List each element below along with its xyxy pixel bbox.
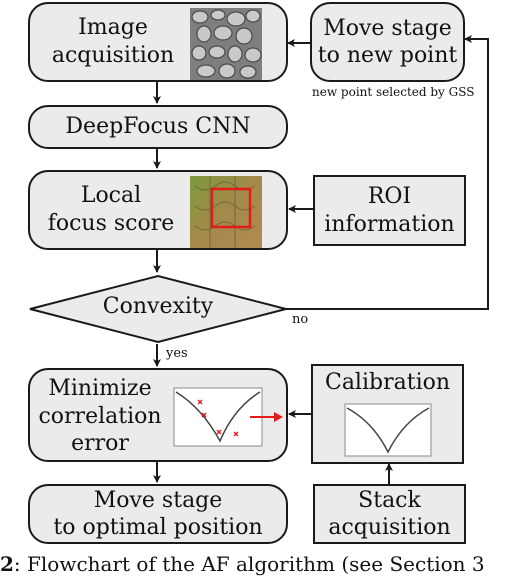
node-move-stage-new-point: Move stage to new point — [310, 2, 465, 82]
node-local-focus-score-label: Local focus score — [47, 183, 175, 236]
node-deepfocus-cnn: DeepFocus CNN — [28, 105, 288, 149]
node-local-focus-score: Local focus score — [28, 170, 288, 250]
node-calibration-label: Calibration — [324, 370, 451, 395]
node-move-stage-optimal-label: Move stage to optimal position — [53, 487, 263, 541]
edge-label-no: no — [292, 312, 309, 327]
node-calibration: Calibration — [311, 364, 464, 464]
node-stack-acquisition: Stack acquisition — [313, 484, 466, 544]
edge-no-loop — [286, 35, 489, 310]
node-stack-acquisition-label: Stack acquisition — [328, 487, 451, 541]
node-roi-information: ROI information — [313, 175, 466, 246]
focus-map-icon — [190, 176, 262, 248]
fit-plot-icon — [172, 386, 284, 450]
node-move-stage-new-point-label: Move stage to new point — [317, 15, 458, 69]
figure-number: 2 — [0, 552, 14, 576]
node-minimize-correlation-error-label: Minimize correlation error — [38, 376, 162, 456]
node-convexity — [29, 274, 287, 344]
edge-label-yes: yes — [166, 346, 188, 361]
node-roi-information-label: ROI information — [324, 184, 455, 237]
v-curve-icon — [343, 402, 433, 458]
node-image-acquisition: Image acquisition — [28, 2, 288, 82]
figure-caption-text: : Flowchart of the AF algorithm (see Sec… — [13, 552, 485, 576]
figure-caption: 2: Flowchart of the AF algorithm (see Se… — [0, 552, 485, 576]
node-deepfocus-cnn-label: DeepFocus CNN — [65, 114, 251, 140]
sem-thumbnail-icon — [190, 8, 262, 80]
roi-box-icon — [210, 187, 252, 229]
gss-note: new point selected by GSS — [312, 85, 475, 99]
node-convexity-label: Convexity — [102, 294, 214, 319]
node-minimize-correlation-error: Minimize correlation error — [28, 368, 288, 462]
node-image-acquisition-label: Image acquisition — [51, 15, 175, 68]
node-move-stage-optimal: Move stage to optimal position — [28, 484, 288, 544]
